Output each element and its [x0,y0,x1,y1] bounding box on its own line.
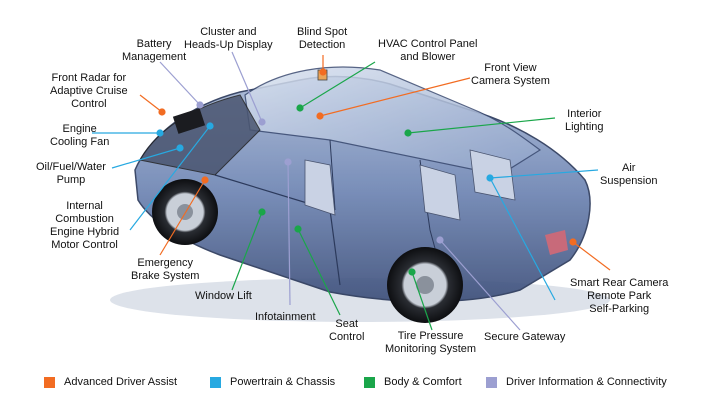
leader-dot [176,144,184,152]
leader-line [411,271,433,331]
legend-label: Powertrain & Chassis [230,376,336,388]
seat-shape [469,149,516,201]
label-interior-lighting: Interior Lighting [565,108,604,133]
leader-dot [408,268,416,276]
label-engine-cooling-fan: Engine Cooling Fan [50,123,110,148]
leader-line [231,51,263,123]
seat-shape [419,164,461,221]
label-rear-camera: Smart Rear Camera Remote Park Self-Parki… [570,277,669,315]
leader-dot [294,225,302,233]
label-front-radar: Front Radar for Adaptive Cruise Control [50,72,128,110]
leader-dot [284,158,292,166]
legend-item-driver-info: Driver Information & Connectivity [486,376,667,388]
leader-dot [258,118,266,126]
leader-dot [158,108,166,116]
door-line [329,139,336,211]
legend-label: Advanced Driver Assist [64,376,178,388]
leader-dot [404,129,412,137]
leader-dot [296,104,304,112]
leader-dot [436,236,444,244]
label-ice-hybrid: Internal Combustion Engine Hybrid Motor … [50,200,120,251]
legend: Advanced Driver Assist Powertrain & Chas… [0,376,717,396]
label-battery-management: Battery Management [122,38,187,63]
leader-line [572,241,611,271]
leader-line [489,177,556,301]
legend-label: Driver Information & Connectivity [506,376,667,388]
car-glass [244,66,542,176]
label-secure-gateway: Secure Gateway [484,331,566,343]
label-seat-control: Seat Control [329,318,365,343]
leader-dot [201,176,209,184]
leader-line [159,179,206,256]
leader-line [159,61,201,106]
wheel-hub [177,204,193,220]
label-blind-spot: Blind Spot Detection [297,26,348,51]
leader-line [439,239,521,331]
leader-line [129,125,211,231]
legend-swatch [210,376,221,388]
rear-light [545,230,568,255]
legend-swatch [364,376,375,388]
leader-line [489,169,599,179]
leader-dot [156,129,164,137]
leader-line [139,94,163,113]
legend-item-body: Body & Comfort [364,376,462,388]
label-oil-pump: Oil/Fuel/Water Pump [36,161,106,186]
label-tpms: Tire Pressure Monitoring System [385,330,477,355]
leader-dot [196,101,204,109]
leader-dot [569,238,577,246]
leader-line [299,61,376,109]
wheel-hub [416,276,434,294]
leader-dot [258,208,266,216]
legend-item-adas: Advanced Driver Assist [44,376,177,388]
label-cluster-hud: Cluster and Heads-Up Display [184,26,273,51]
label-air-suspension: Air Suspension [600,162,658,187]
legend-swatch [44,376,55,388]
leader-dot [319,68,327,76]
label-window-lift: Window Lift [195,290,252,302]
leader-line [319,77,471,117]
leader-dot [206,122,214,130]
leader-line [287,161,291,306]
label-hvac: HVAC Control Panel and Blower [378,38,478,63]
label-infotainment: Infotainment [255,311,316,323]
legend-label: Body & Comfort [384,376,462,388]
legend-item-powertrain: Powertrain & Chassis [210,376,335,388]
label-front-view-camera: Front View Camera System [471,62,550,87]
leader-line [111,147,181,169]
battery-shape [172,108,206,134]
seat-shape [304,159,336,216]
leader-dot [316,112,324,120]
leader-line [231,211,263,291]
label-emergency-brake: Emergency Brake System [131,257,200,282]
leader-line [407,117,556,134]
leader-line [297,228,341,316]
legend-swatch [486,376,497,388]
